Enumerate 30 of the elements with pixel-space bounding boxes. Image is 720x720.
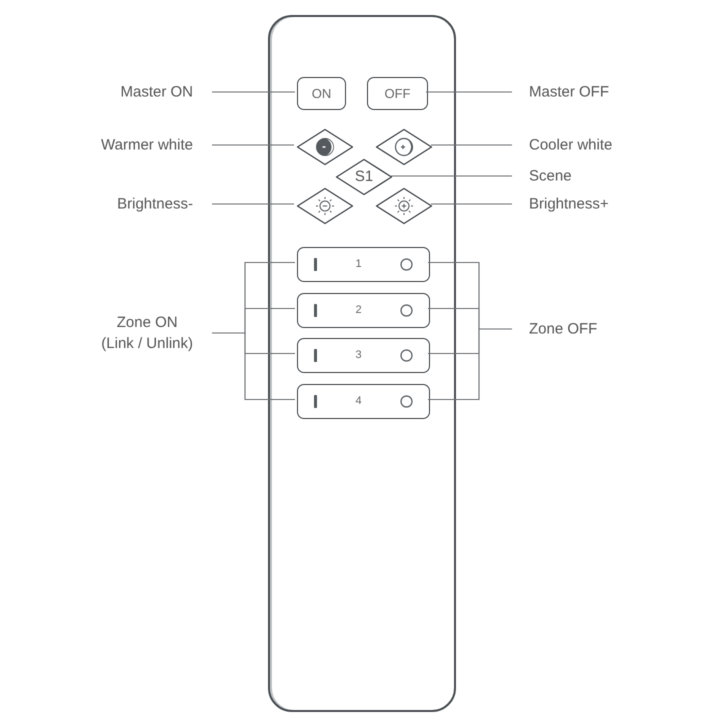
diamond-button	[296, 128, 354, 166]
leader-line	[428, 328, 512, 400]
zone-button: 2	[297, 293, 430, 328]
callout-label: Zone OFF	[512, 318, 598, 340]
leader-line	[212, 332, 295, 400]
callout-label: Master ON	[120, 82, 212, 102]
leader-line	[391, 175, 512, 177]
callout-label: Brightness-	[117, 194, 212, 214]
callout-label: Brightness+	[512, 194, 609, 214]
power-button: OFF	[367, 77, 428, 110]
diamond-button	[296, 187, 354, 225]
diamond-button	[375, 187, 433, 225]
zone-button: 4	[297, 384, 430, 419]
callout-label: Scene	[512, 166, 572, 186]
zone-button: 1	[297, 247, 430, 282]
remote-control-body	[268, 15, 456, 712]
leader-line	[431, 144, 512, 146]
callout-label: Cooler white	[512, 134, 612, 156]
leader-line	[212, 203, 294, 205]
leader-line	[426, 91, 512, 93]
leader-line	[212, 144, 294, 146]
leader-line	[431, 203, 512, 205]
zone-button: 3	[297, 338, 430, 373]
power-button: ON	[297, 77, 346, 110]
leader-line	[212, 91, 295, 93]
scene-button: S1	[335, 158, 393, 196]
callout-label: Master OFF	[512, 82, 610, 102]
diamond-button	[375, 128, 433, 166]
callout-label: Warmer white	[101, 134, 212, 156]
callout-label: Zone ON (Link / Unlink)	[101, 312, 212, 354]
